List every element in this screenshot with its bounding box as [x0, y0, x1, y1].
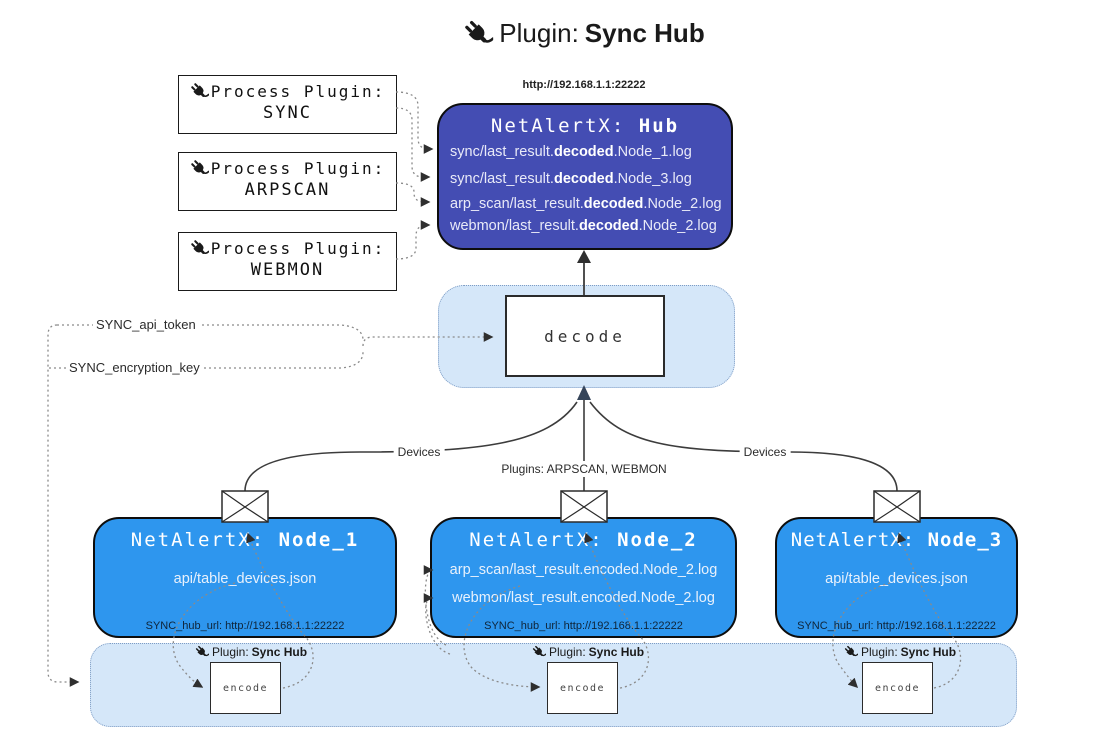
hub-file-line: sync/last_result.decoded.Node_1.log [450, 144, 692, 160]
encode-label-prefix: Plugin: [211, 645, 249, 659]
edge-label-plugins-center: Plugins: ARPSCAN, WEBMON [497, 461, 671, 477]
node-title-name: Node_2 [617, 529, 698, 551]
process-plugin-label: Process Plugin: [210, 82, 386, 101]
node-title-name: Node_1 [278, 529, 360, 551]
file-pre: sync/last_result. [450, 144, 554, 160]
node-1-box: NetAlertX: Node_1 api/table_devices.json… [93, 517, 397, 638]
plug-icon [463, 19, 493, 49]
node-3-box: NetAlertX: Node_3 api/table_devices.json… [775, 517, 1018, 638]
config-encryption-key-label: SYNC_encryption_key [66, 360, 203, 375]
plugin-to-hub-links [395, 91, 434, 260]
process-plugin-webmon-box: Process Plugin: WEBMON [178, 232, 397, 291]
hub-url-label: http://192.168.1.1:22222 [522, 79, 646, 91]
node-file-line: webmon/last_result.encoded.Node_2.log [452, 590, 715, 606]
file-mid: decoded [553, 144, 614, 160]
hub-box: NetAlertX: Hub sync/last_result.decoded.… [437, 103, 733, 250]
node-footer: SYNC_hub_url: http://192.168.1.1:22222 [145, 620, 345, 632]
process-plugin-name: ARPSCAN [244, 180, 331, 200]
process-plugin-label: Process Plugin: [210, 239, 386, 258]
node-file-line: api/table_devices.json [825, 571, 968, 587]
encode-plugin-label-1: Plugin: Sync Hub [195, 645, 307, 659]
page-title-name: Sync Hub [584, 18, 705, 48]
process-plugin-sync-box: Process Plugin: SYNC [178, 75, 397, 134]
encode-label-name: Sync Hub [900, 645, 957, 659]
node-title-prefix: NetAlertX: [469, 529, 618, 551]
encode-box-1: encode [210, 662, 281, 714]
file-post: .Node_3.log [613, 171, 692, 187]
file-mid: decoded [553, 171, 614, 187]
file-pre: arp_scan/last_result. [450, 196, 584, 212]
decode-box: decode [505, 295, 665, 377]
node-footer: SYNC_hub_url: http://192.168.1.1:22222 [484, 620, 683, 632]
page-title: Plugin: Sync Hub [463, 18, 705, 49]
node-footer: SYNC_hub_url: http://192.168.1.1:22222 [797, 620, 996, 632]
node-file-line: api/table_devices.json [173, 571, 317, 587]
file-mid: decoded [583, 196, 644, 212]
plug-icon [190, 239, 209, 258]
node-title-name: Node_3 [927, 529, 1003, 551]
hub-file-line: sync/last_result.decoded.Node_3.log [450, 171, 692, 187]
node-file-line: arp_scan/last_result.encoded.Node_2.log [449, 562, 718, 578]
node-title-prefix: NetAlertX: [130, 529, 279, 551]
process-plugin-name: SYNC [263, 103, 312, 123]
encode-box-3: encode [862, 662, 933, 714]
process-plugin-name: WEBMON [250, 260, 325, 280]
edge-label-devices-right: Devices [739, 444, 791, 460]
hub-file-line: webmon/last_result.decoded.Node_2.log [450, 218, 717, 234]
file-post: .Node_2.log [643, 196, 722, 212]
encode-plugin-label-2: Plugin: Sync Hub [532, 645, 644, 659]
process-plugin-arpscan-box: Process Plugin: ARPSCAN [178, 152, 397, 211]
plug-icon [190, 82, 209, 101]
plug-icon [844, 645, 858, 659]
file-mid: decoded [578, 218, 639, 234]
config-api-token-label: SYNC_api_token [93, 317, 199, 332]
encode-plugin-label-3: Plugin: Sync Hub [844, 645, 956, 659]
hub-file-line: arp_scan/last_result.decoded.Node_2.log [450, 196, 722, 212]
edge-label-devices-left: Devices [393, 444, 445, 460]
encode-label-name: Sync Hub [251, 645, 308, 659]
plug-icon [195, 645, 209, 659]
plug-icon [532, 645, 546, 659]
file-post: .Node_1.log [613, 144, 692, 160]
hub-title-name: Hub [638, 115, 680, 137]
encode-label-name: Sync Hub [588, 645, 645, 659]
encode-label-prefix: Plugin: [548, 645, 586, 659]
encode-label-prefix: Plugin: [860, 645, 898, 659]
plug-icon [190, 159, 209, 178]
file-pre: sync/last_result. [450, 171, 554, 187]
hub-title-prefix: NetAlertX: [490, 115, 639, 137]
page-title-prefix: Plugin: [499, 18, 579, 48]
node-title-prefix: NetAlertX: [790, 529, 928, 551]
process-plugin-label: Process Plugin: [210, 159, 386, 178]
node-2-box: NetAlertX: Node_2 arp_scan/last_result.e… [430, 517, 737, 638]
hub-title: NetAlertX: Hub [439, 115, 731, 137]
file-post: .Node_2.log [638, 218, 717, 234]
file-pre: webmon/last_result. [450, 218, 579, 234]
encode-box-2: encode [547, 662, 618, 714]
